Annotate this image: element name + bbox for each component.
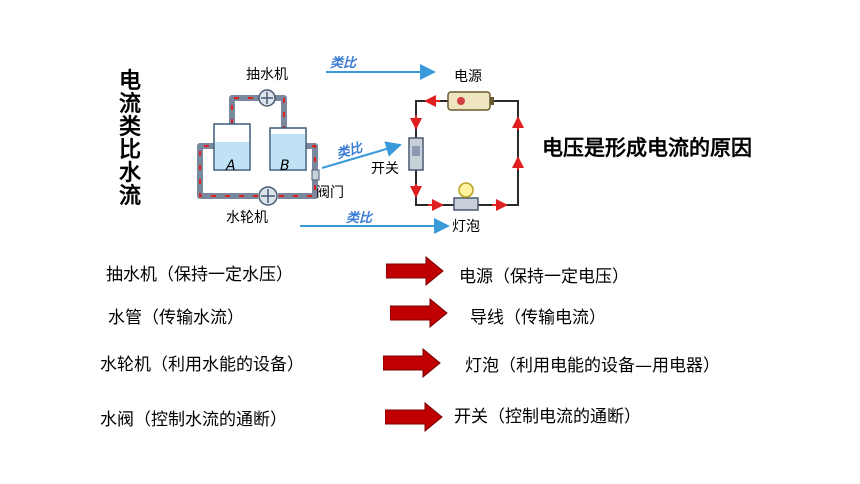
title-char: 电	[118, 69, 141, 94]
bulb-label: 灯泡	[452, 219, 480, 235]
container-a	[213, 123, 251, 171]
row-right-wire: 导线（传输电流）	[470, 308, 606, 328]
analogy-label-top: 类比	[330, 56, 357, 71]
arrow-icon	[390, 298, 448, 328]
title-char: 类	[118, 115, 141, 140]
row-right-bulb: 灯泡（利用电能的设备—用电器）	[465, 356, 720, 376]
switch-label: 开关	[371, 161, 399, 177]
valve-icon	[311, 169, 320, 181]
arrow-icon	[386, 256, 444, 286]
title-char: 水	[118, 161, 141, 186]
title-char: 流	[118, 184, 141, 209]
switch-icon	[408, 137, 424, 171]
title-char: 流	[118, 92, 141, 117]
battery-icon	[447, 91, 494, 111]
turbine-label: 水轮机	[226, 210, 268, 226]
analogy-label-bottom: 类比	[346, 211, 373, 226]
row-left-pump: 抽水机（保持一定水压）	[106, 265, 293, 285]
source-label: 电源	[454, 69, 482, 85]
arrow-icon	[385, 402, 443, 432]
row-right-switch: 开关（控制电流的通断）	[454, 407, 641, 427]
container-b-label: B	[280, 158, 290, 174]
pump-label: 抽水机	[246, 67, 288, 83]
turbine-icon	[258, 186, 278, 206]
analogy-arrow	[321, 141, 402, 169]
valve-label: 阀门	[316, 185, 344, 201]
bulb-icon	[453, 182, 479, 211]
row-left-turbine: 水轮机（利用水能的设备）	[100, 355, 304, 375]
row-left-pipe: 水管（传输水流）	[108, 308, 244, 328]
pump-icon	[258, 89, 276, 107]
headline: 电压是形成电流的原因	[542, 136, 752, 160]
vertical-title: 电 流 类 比 水 流	[112, 70, 148, 208]
container-b	[269, 127, 307, 171]
arrow-icon	[383, 348, 441, 378]
container-a-label: A	[226, 158, 236, 174]
row-left-valve: 水阀（控制水流的通断）	[100, 410, 287, 430]
title-char: 比	[118, 138, 141, 163]
row-right-source: 电源（保持一定电压）	[459, 267, 629, 287]
